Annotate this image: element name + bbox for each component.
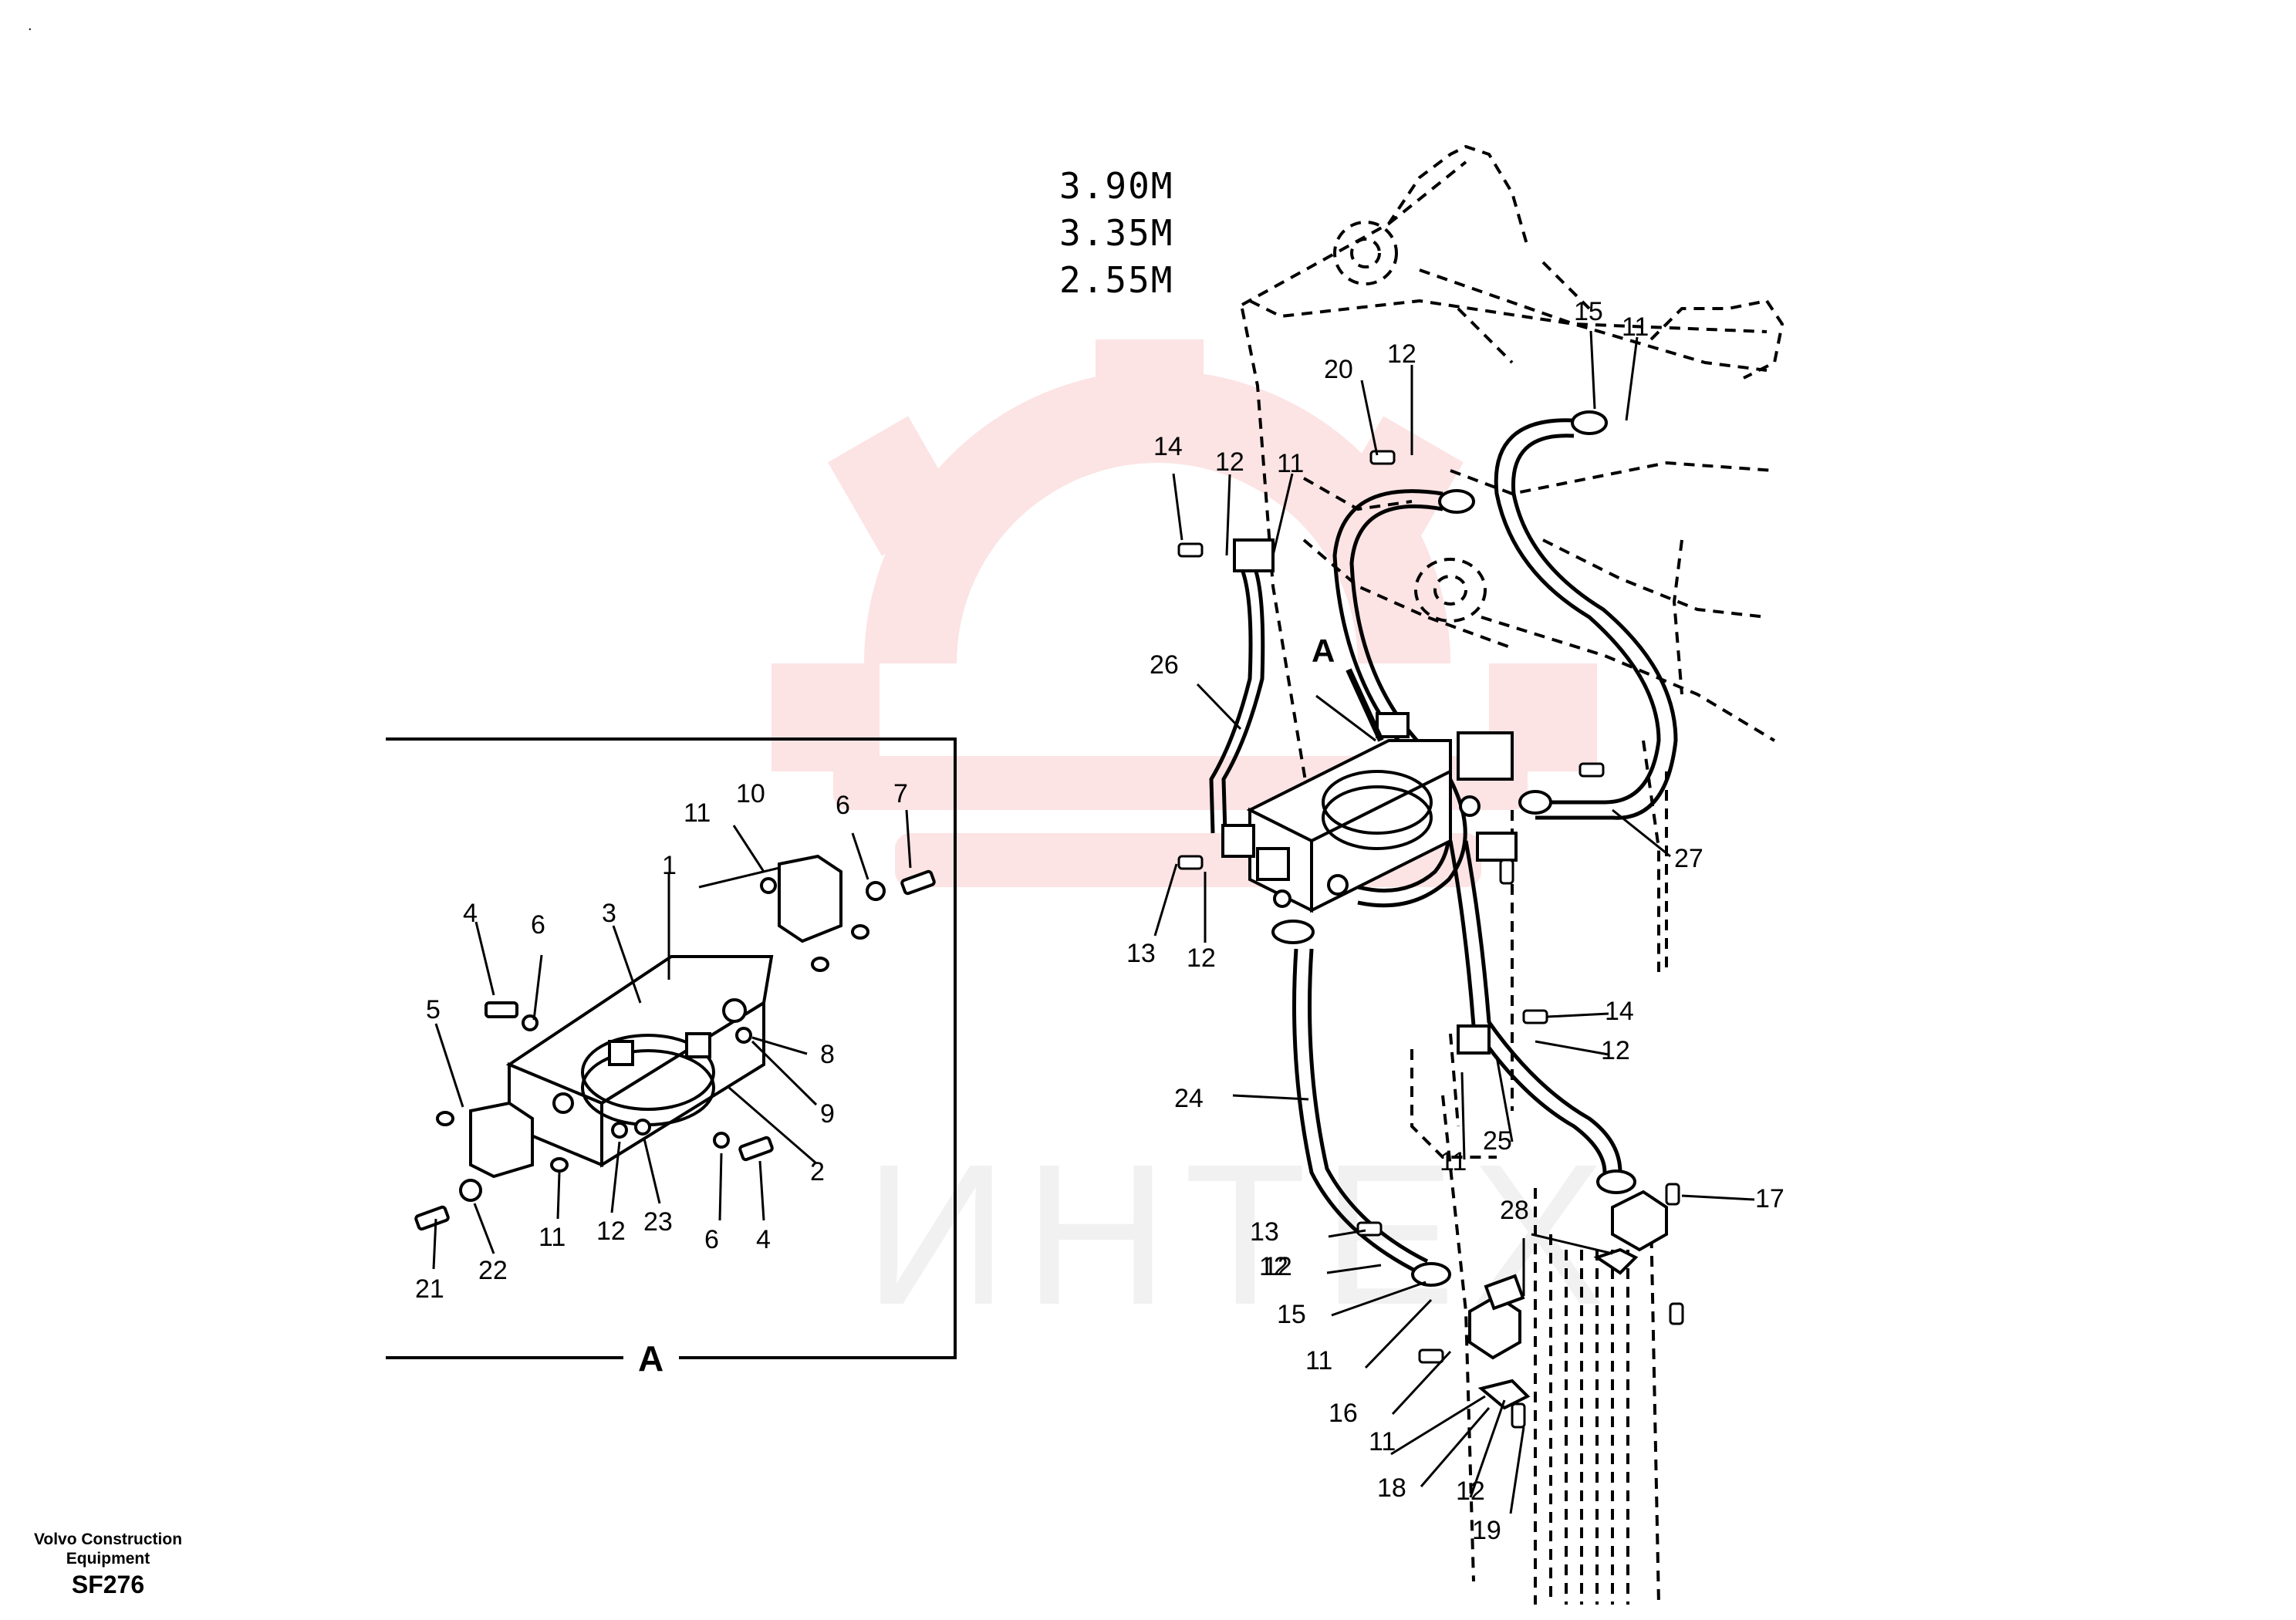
callout-number: 12 — [1187, 943, 1216, 973]
callout-number: 21 — [415, 1274, 444, 1304]
bolts — [1177, 450, 1684, 1429]
main-callouts: 11 11 11 11 11 12 12 12 12 12 12 12 13 1… — [1126, 297, 1784, 1545]
callout-number: 12 — [1601, 1036, 1630, 1065]
callout-number: 7 — [893, 779, 908, 808]
boom-outline — [1241, 144, 1784, 1582]
callout-number: 10 — [736, 779, 765, 808]
callout-number: 26 — [1150, 650, 1179, 680]
callout-number: 16 — [1329, 1399, 1358, 1428]
callout-number: 22 — [478, 1256, 508, 1285]
hose-24 — [1292, 948, 1421, 1275]
detail-view-a: A — [386, 737, 957, 1379]
hose-27 — [1494, 418, 1661, 805]
callout-number: 11 — [1369, 1427, 1396, 1456]
callout-number: 18 — [1377, 1473, 1406, 1503]
detail-view-label: A — [638, 1338, 663, 1379]
callout-number: 14 — [1605, 997, 1634, 1026]
main-view-label: A — [1312, 633, 1335, 669]
callout-number: 4 — [756, 1225, 771, 1254]
callout-number: 20 — [1324, 355, 1353, 384]
length-label: 3.35M — [1059, 212, 1173, 254]
callout-number: 24 — [1174, 1084, 1204, 1113]
callout-number: 12 — [1259, 1252, 1288, 1281]
callout-number: 4 — [463, 899, 478, 928]
callout-number: 1 — [662, 851, 677, 880]
callout-number: 12 — [1387, 339, 1416, 369]
callout-number: 5 — [426, 995, 441, 1024]
callout-number: 15 — [1277, 1300, 1306, 1329]
callout-number: 11 — [1622, 312, 1649, 342]
callout-number: 11 — [684, 798, 711, 828]
callout-number: 28 — [1500, 1196, 1529, 1225]
callout-number: 27 — [1674, 844, 1703, 873]
sheet-code: SF276 — [71, 1571, 145, 1598]
callout-number: 12 — [1215, 447, 1244, 477]
callout-number: 9 — [820, 1099, 835, 1129]
brand-name: Volvo Construction Equipment — [33, 1531, 183, 1568]
callout-number: 8 — [820, 1040, 835, 1069]
callout-number: 11 — [1305, 1346, 1332, 1375]
callout-number: 6 — [531, 910, 545, 940]
stick-outline — [1534, 1188, 1660, 1605]
main-leaders — [1153, 330, 1755, 1514]
length-label: 2.55M — [1059, 259, 1173, 301]
callout-number: 15 — [1574, 297, 1603, 326]
callout-number: 11 — [1440, 1147, 1467, 1176]
pipe-26 — [1209, 560, 1253, 834]
callout-number: 14 — [1153, 432, 1183, 461]
detail-callouts: 1 2 3 4 4 5 6 6 6 7 8 9 10 11 11 12 21 2… — [415, 779, 908, 1304]
callout-number: 13 — [1250, 1217, 1279, 1247]
callout-number: 6 — [836, 791, 850, 820]
length-label: 3.90M — [1059, 165, 1173, 207]
callout-number: 12 — [1456, 1477, 1485, 1506]
callout-number: 11 — [1277, 449, 1304, 478]
callout-number: 12 — [1263, 1252, 1292, 1281]
callout-number: 2 — [810, 1157, 825, 1186]
corner-mark: . — [28, 17, 32, 34]
callout-number: 3 — [602, 899, 616, 928]
detail-leaders — [432, 809, 912, 1270]
callout-number: 11 — [539, 1223, 566, 1252]
callout-number: 23 — [643, 1207, 673, 1237]
callout-number: 12 — [596, 1217, 626, 1246]
callout-number: 6 — [704, 1225, 719, 1254]
callout-number: 19 — [1472, 1516, 1501, 1545]
callout-number: 13 — [1126, 939, 1156, 968]
central-bracket — [1221, 538, 1518, 1055]
callout-number: 25 — [1483, 1126, 1512, 1156]
callout-number: 17 — [1755, 1184, 1784, 1213]
lower-fittings — [1271, 410, 1668, 1410]
